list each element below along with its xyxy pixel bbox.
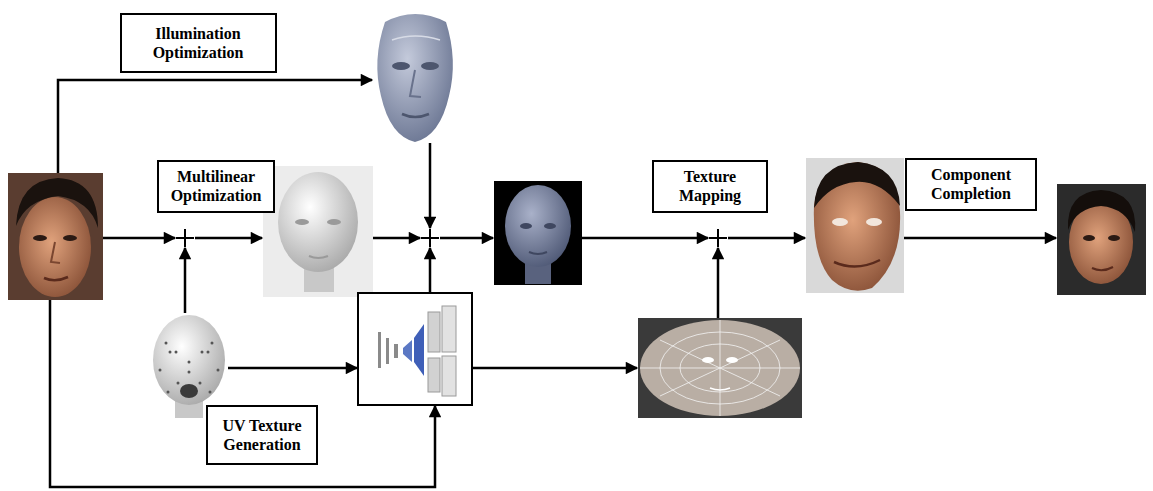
mesh-eye xyxy=(421,62,439,70)
plus-symbol xyxy=(176,229,727,247)
head-eye xyxy=(520,223,532,229)
landmark-head xyxy=(153,315,225,418)
label-box: UV Texture Generation xyxy=(206,405,318,465)
face-skin xyxy=(814,162,900,291)
head-mouth xyxy=(180,384,198,398)
uv-ground xyxy=(638,318,802,418)
flow-arrow xyxy=(904,237,1056,240)
box-label: Illumination Optimization xyxy=(130,24,267,62)
head-mouth xyxy=(529,252,547,254)
head-shape xyxy=(505,185,571,267)
completed-face xyxy=(1057,184,1146,295)
shaped-head xyxy=(494,181,582,285)
mesh-wrinkle xyxy=(392,36,440,40)
flow-arrow xyxy=(228,367,357,370)
flow-arrow xyxy=(717,248,720,318)
label-box: Illumination Optimization xyxy=(120,13,277,73)
uv-eye xyxy=(702,357,714,363)
network-layer xyxy=(442,306,456,352)
textured-face xyxy=(806,158,904,293)
flow-arrow xyxy=(103,237,175,240)
uv-eye xyxy=(726,357,738,363)
network-layer xyxy=(428,312,440,352)
network-frame xyxy=(358,293,472,405)
photo-nose xyxy=(51,242,60,263)
head-ground xyxy=(494,181,582,285)
box-label: Component Completion xyxy=(915,165,1027,203)
mesh-face xyxy=(377,14,453,142)
head-shape xyxy=(278,172,358,272)
photo-mouth xyxy=(44,277,68,280)
flow-arrow xyxy=(373,237,420,240)
face-ground xyxy=(806,158,904,293)
head-mouth xyxy=(309,256,328,258)
photo-face xyxy=(19,197,91,297)
flow-arrow xyxy=(728,237,805,240)
photo-hair xyxy=(16,178,98,228)
flow-arrow xyxy=(429,248,432,293)
multilinear-head xyxy=(263,166,373,297)
uv-mouth xyxy=(710,388,730,390)
network-layer xyxy=(378,332,381,368)
face-ground xyxy=(1057,184,1146,295)
head-ground xyxy=(263,166,373,297)
face-mouth xyxy=(834,260,880,267)
head-eye xyxy=(295,219,309,225)
flow-arrow xyxy=(472,367,637,370)
face-eye xyxy=(1083,235,1095,241)
mesh-eye xyxy=(392,62,410,70)
flow-arrow xyxy=(429,143,432,228)
face-hair xyxy=(1068,190,1135,232)
label-box: Texture Mapping xyxy=(652,160,768,213)
photo-ground xyxy=(8,173,103,300)
face-eye xyxy=(866,218,882,226)
flow-arrow xyxy=(582,237,708,240)
head-eye xyxy=(544,223,556,229)
uv-grid xyxy=(640,320,800,416)
mesh-mouth xyxy=(402,114,429,117)
face-eye xyxy=(832,218,848,226)
flow-arrow xyxy=(195,237,262,240)
mesh-nose xyxy=(410,70,421,97)
network-layer xyxy=(428,358,440,392)
head-shape xyxy=(153,315,225,405)
network-layer xyxy=(414,324,424,376)
network-layer xyxy=(394,344,398,358)
flow-arrow xyxy=(440,237,493,240)
illumination-mesh xyxy=(377,14,453,142)
input-photo xyxy=(8,173,103,300)
network-layer xyxy=(442,356,456,396)
uv-texture-map xyxy=(638,318,802,418)
face-eye xyxy=(1108,235,1120,241)
label-box: Component Completion xyxy=(905,158,1037,211)
box-label: Multilinear Optimization xyxy=(167,167,265,205)
flow-arrow xyxy=(184,248,187,313)
landmark-dots xyxy=(159,342,220,394)
photo-eye xyxy=(33,235,47,241)
network-layer xyxy=(403,340,412,362)
network-layer xyxy=(386,338,389,364)
flow-arrow xyxy=(50,300,435,487)
label-box: Multilinear Optimization xyxy=(157,160,275,213)
box-label: UV Texture Generation xyxy=(216,416,308,454)
photo-eye xyxy=(63,235,77,241)
box-label: Texture Mapping xyxy=(662,167,758,205)
flow-arrows xyxy=(50,80,1056,487)
network-block xyxy=(358,293,472,405)
face-hair xyxy=(814,162,900,208)
head-eye xyxy=(327,219,341,225)
face-mouth xyxy=(1092,267,1113,270)
uv-ellipse xyxy=(640,320,800,416)
